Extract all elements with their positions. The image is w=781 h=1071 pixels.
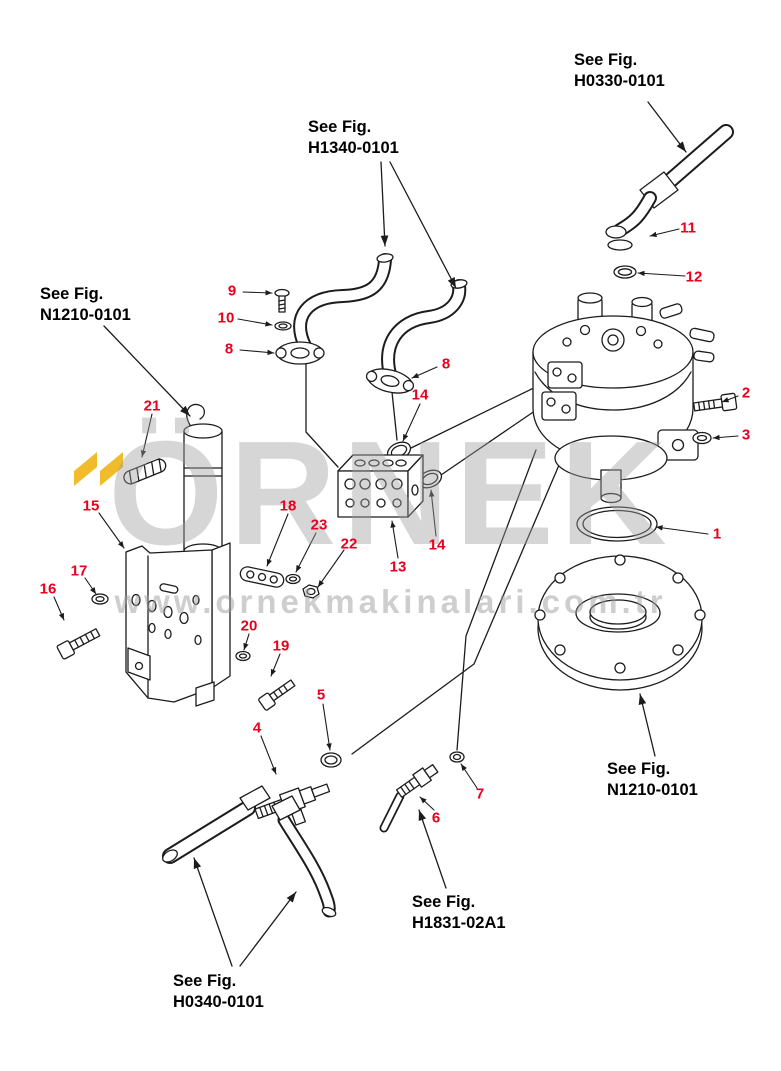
motor-cover — [534, 554, 706, 691]
split-flange-8-left — [275, 341, 325, 365]
bolt-16 — [56, 628, 101, 660]
o-ring-1 — [576, 506, 658, 542]
split-flange-8-right — [365, 368, 415, 394]
hydraulic-hoses — [293, 253, 468, 385]
plate-18 — [239, 566, 285, 588]
o-ring-12 — [613, 265, 637, 279]
o-ring-7 — [449, 751, 465, 763]
bolt-2 — [692, 392, 738, 412]
pin-21 — [123, 458, 167, 485]
swing-motor — [532, 292, 715, 504]
nut-22 — [302, 584, 320, 599]
washer-10 — [274, 321, 292, 331]
bolt-9 — [274, 288, 290, 313]
bracket-15 — [125, 542, 231, 707]
o-ring-5 — [320, 752, 342, 768]
bolt-19 — [258, 679, 296, 711]
fitting-6 — [379, 764, 439, 833]
tube-b — [271, 795, 337, 918]
fitting-4 — [254, 783, 331, 826]
connector-lines — [305, 363, 569, 755]
washer-17 — [91, 593, 109, 605]
valve-block-13 — [337, 454, 424, 518]
figure-leader-lines — [103, 101, 687, 967]
washer-3 — [692, 431, 712, 445]
callout-leader-lines — [53, 228, 739, 811]
watermark-arrow-icon — [74, 452, 123, 486]
tube-a — [162, 785, 271, 864]
washer-20 — [235, 650, 251, 662]
washer-23 — [285, 573, 301, 585]
hose-fitting-h0330 — [605, 124, 734, 251]
